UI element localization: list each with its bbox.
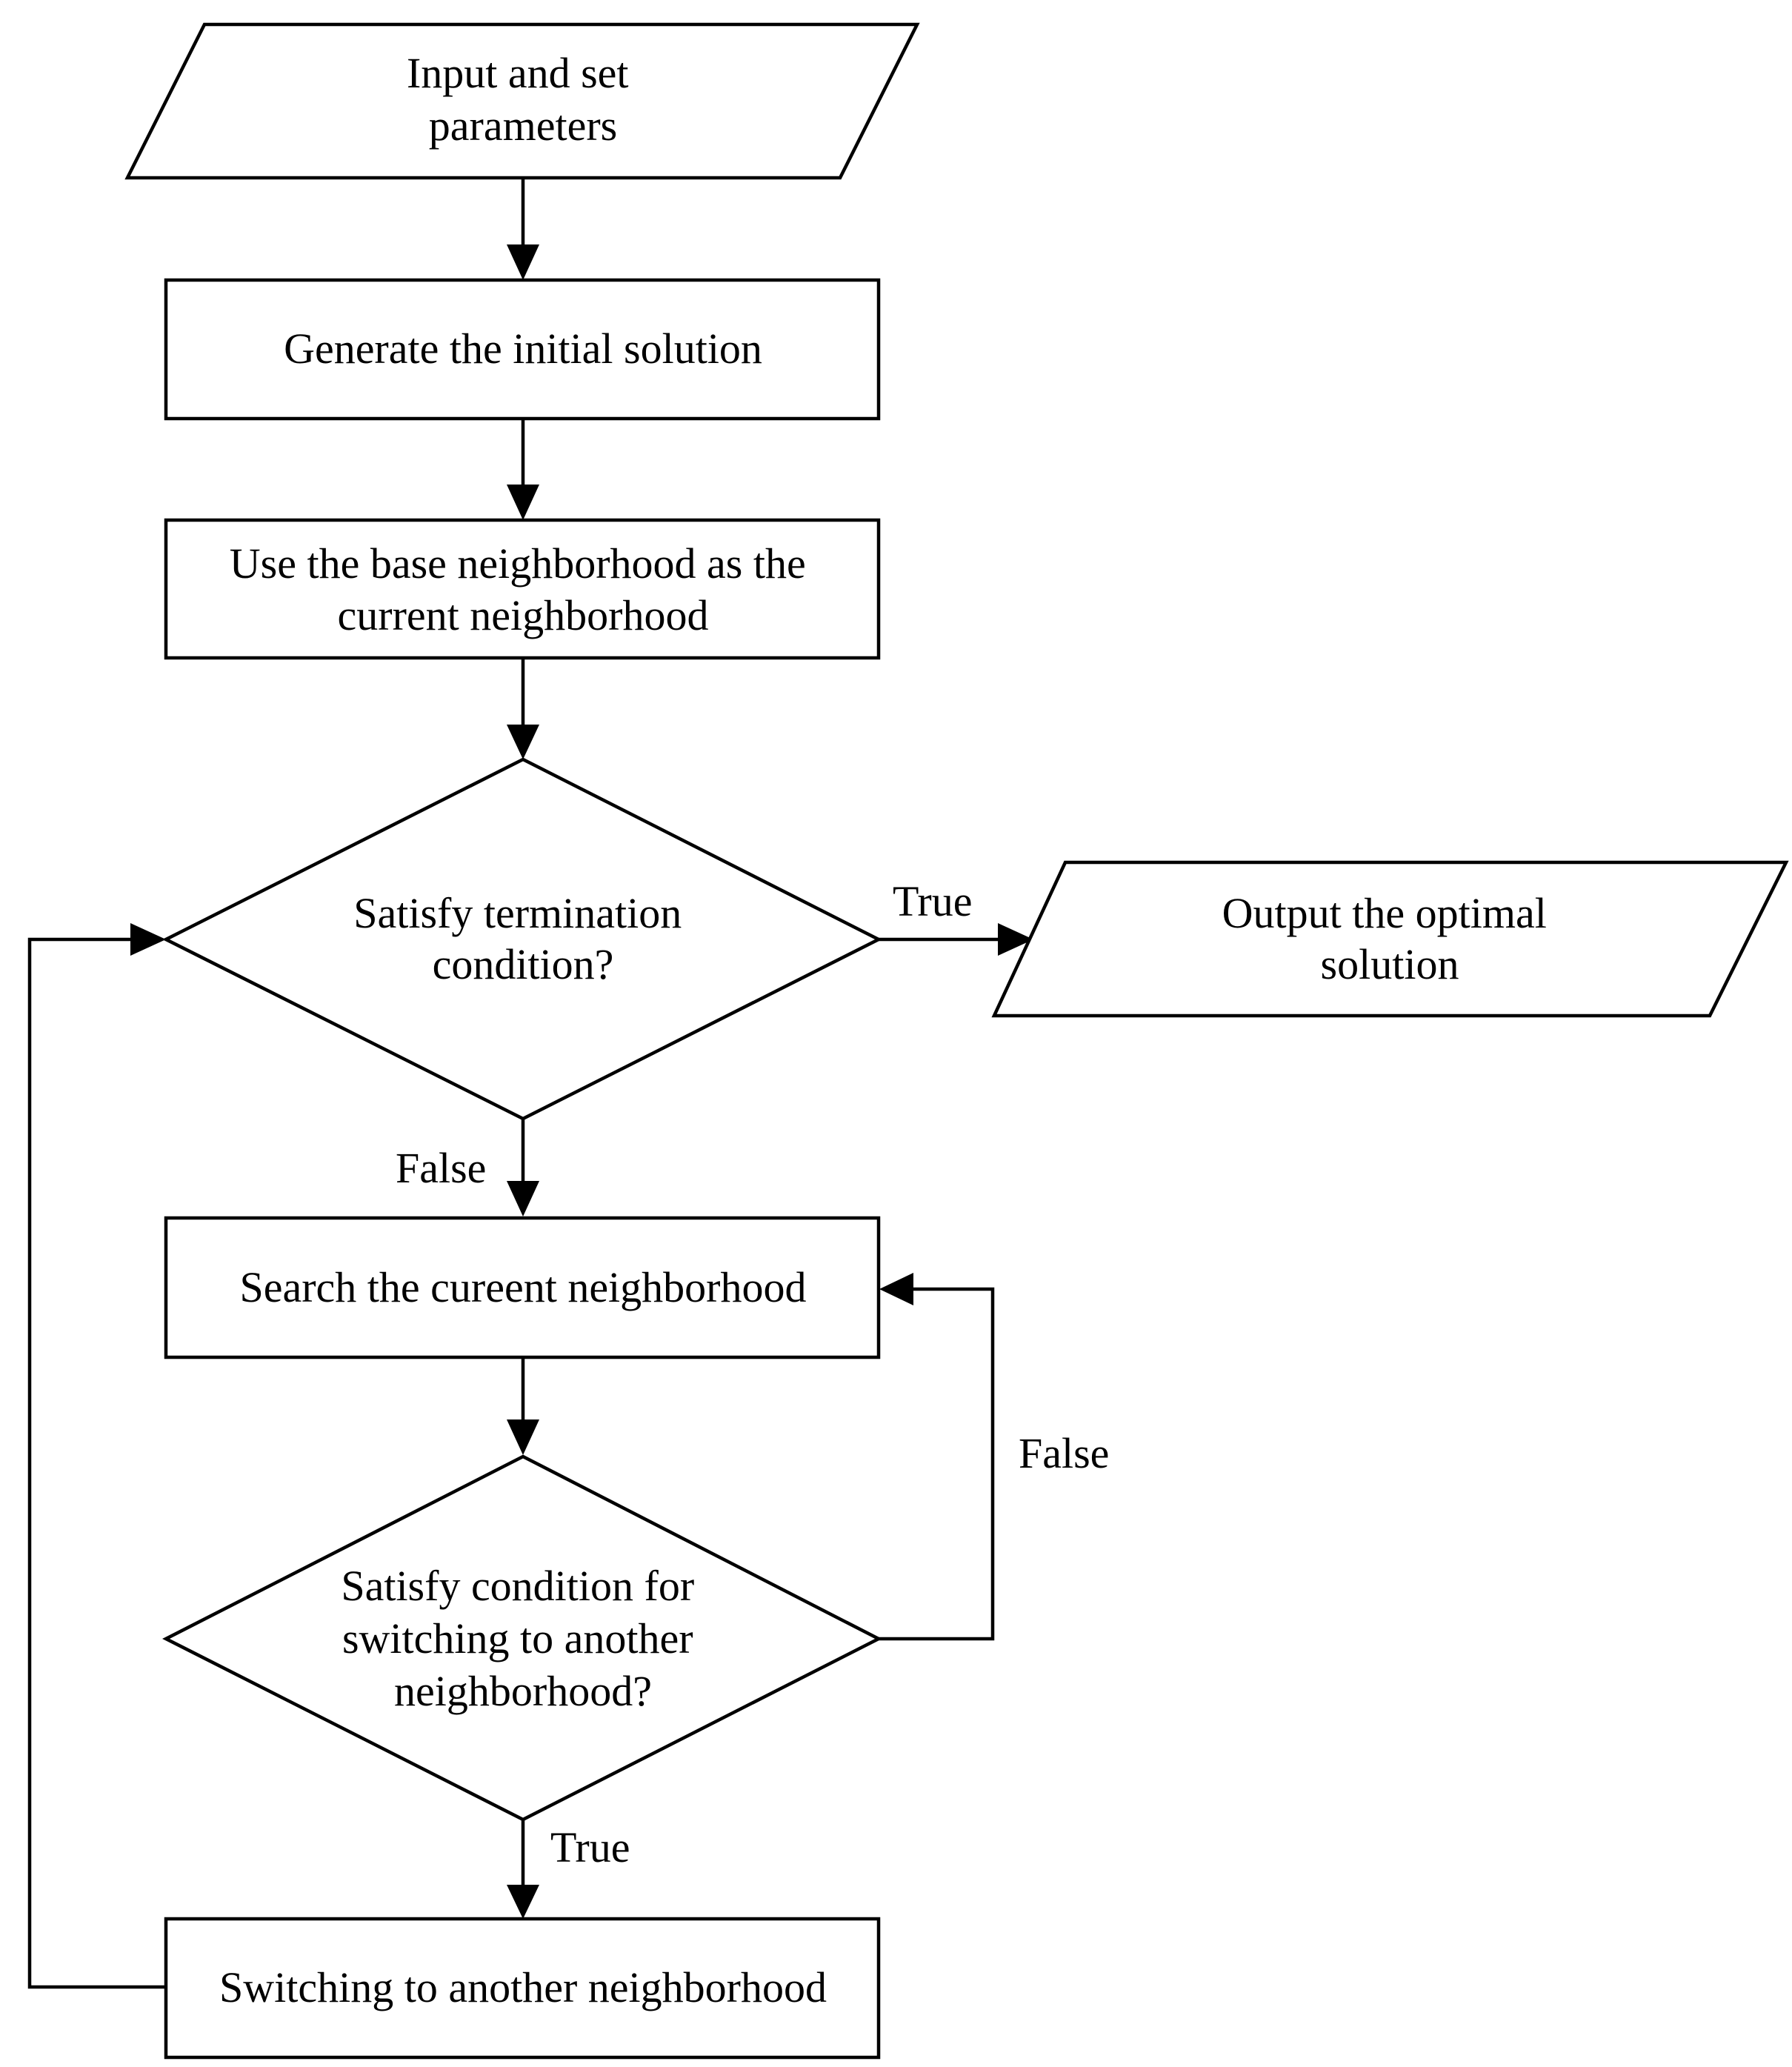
connectors — [27, 178, 1033, 1989]
arrowhead-switch-false-loop — [879, 1273, 913, 1305]
termination-true-label: True — [893, 877, 972, 925]
shapes — [124, 22, 1789, 2060]
termination-decision-diamond — [161, 757, 882, 1121]
generate-label: Generate the initial solution — [284, 324, 762, 373]
base-neighborhood-label: Use the base neighborhood as the current… — [230, 539, 816, 639]
search-label: Search the cureent neighborhood — [240, 1263, 807, 1311]
arrow-switch-false-loop — [878, 1287, 995, 1641]
switch-decision-diamond — [162, 1454, 882, 1822]
node-labels: Input and set parameters Generate the in… — [219, 49, 1558, 2011]
arrowhead-termination-to-search — [507, 1181, 539, 1216]
arrowhead-generate-to-base — [507, 485, 539, 520]
termination-question-label: Satisfy termination condition? — [353, 889, 693, 988]
arrowhead-switching-loop-back — [130, 923, 166, 956]
edge-labels: True False False True — [396, 877, 1109, 1871]
arrowhead-input-to-generate — [507, 244, 539, 280]
switching-label: Switching to another neighborhood — [219, 1963, 827, 2011]
termination-false-label: False — [396, 1144, 486, 1192]
output-label: Output the optimal solution — [1222, 889, 1558, 988]
switching-box — [164, 1917, 881, 2060]
input-label: Input and set parameters — [407, 49, 639, 150]
arrowhead-search-to-switch-check — [507, 1419, 539, 1455]
output-parallelogram — [991, 860, 1789, 1018]
switch-question-label: Satisfy condition for switching to anoth… — [341, 1562, 705, 1715]
switch-true-label: True — [550, 1823, 630, 1871]
input-parallelogram — [124, 22, 920, 180]
arrowhead-termination-to-output — [998, 923, 1033, 956]
arrow-switching-loop-back — [27, 937, 166, 1989]
arrowhead-base-to-termination — [507, 725, 539, 759]
base-neighborhood-box — [164, 518, 881, 660]
arrowhead-switch-to-switching — [507, 1885, 539, 1919]
switch-false-label: False — [1019, 1429, 1109, 1477]
search-box — [164, 1216, 881, 1359]
generate-box — [164, 278, 881, 421]
